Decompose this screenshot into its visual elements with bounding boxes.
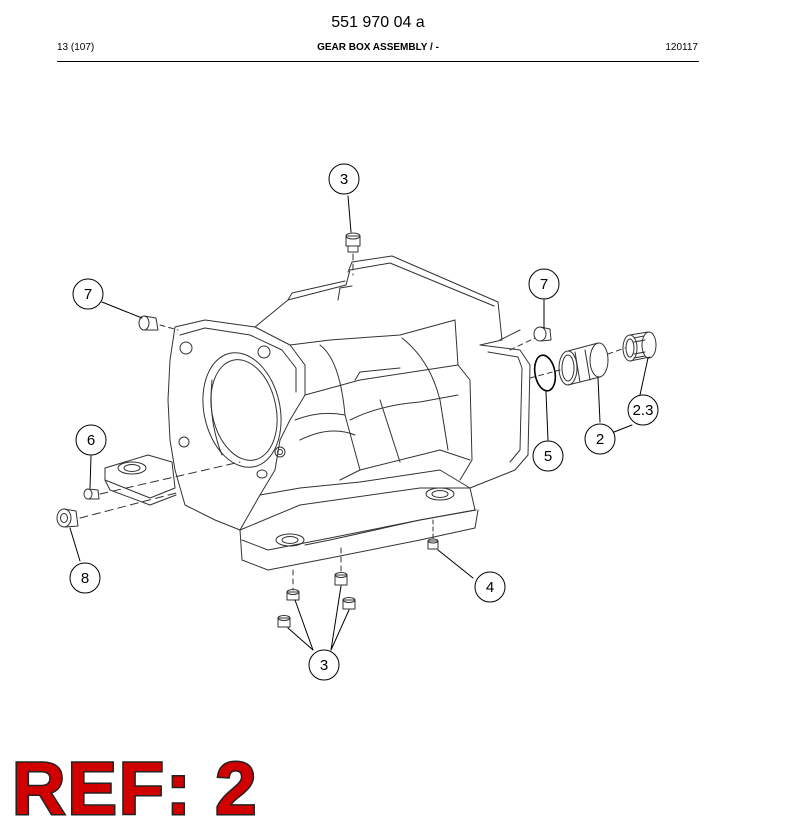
svg-text:2: 2: [596, 431, 604, 448]
plug-top: [345, 232, 361, 276]
gearbox-housing: [104, 255, 531, 571]
svg-text:2.3: 2.3: [633, 402, 654, 419]
callout-8: 8: [69, 562, 101, 594]
svg-text:5: 5: [544, 448, 552, 465]
svg-text:3: 3: [340, 171, 348, 188]
callout-4: 4: [474, 571, 506, 603]
callout-3-top: 3: [328, 163, 360, 195]
date-code: 120117: [665, 42, 698, 53]
header-divider: [57, 61, 699, 62]
callout-5: 5: [532, 440, 564, 472]
svg-text:4: 4: [486, 579, 494, 596]
svg-text:8: 8: [81, 570, 89, 587]
page-count: 13 (107): [57, 42, 95, 53]
callout-7-right: 7: [528, 268, 560, 300]
reference-stamp: REF: 2: [10, 747, 259, 830]
leader-lines: [69, 195, 649, 651]
callout-6: 6: [75, 424, 107, 456]
o-ring: [533, 354, 557, 392]
svg-text:7: 7: [540, 276, 548, 293]
callout-2: 2: [584, 423, 616, 455]
plug-right: [509, 326, 552, 351]
callout-3-bottom: 3: [308, 649, 340, 681]
bottom-screws: [277, 547, 356, 628]
document-number: 551 970 04 a: [331, 14, 425, 31]
plug-left: [138, 315, 179, 331]
svg-text:7: 7: [84, 286, 92, 303]
callout-2-3: 2.3: [627, 394, 659, 426]
pin-6: [83, 461, 241, 500]
dowel-4: [427, 519, 439, 550]
svg-text:6: 6: [87, 432, 95, 449]
bearing-cup: [529, 342, 626, 386]
section-title: GEAR BOX ASSEMBLY / -: [317, 42, 439, 53]
svg-text:3: 3: [320, 657, 328, 674]
callout-7-left: 7: [72, 278, 104, 310]
plug-8: [56, 491, 181, 528]
needle-bearing: [622, 331, 657, 362]
